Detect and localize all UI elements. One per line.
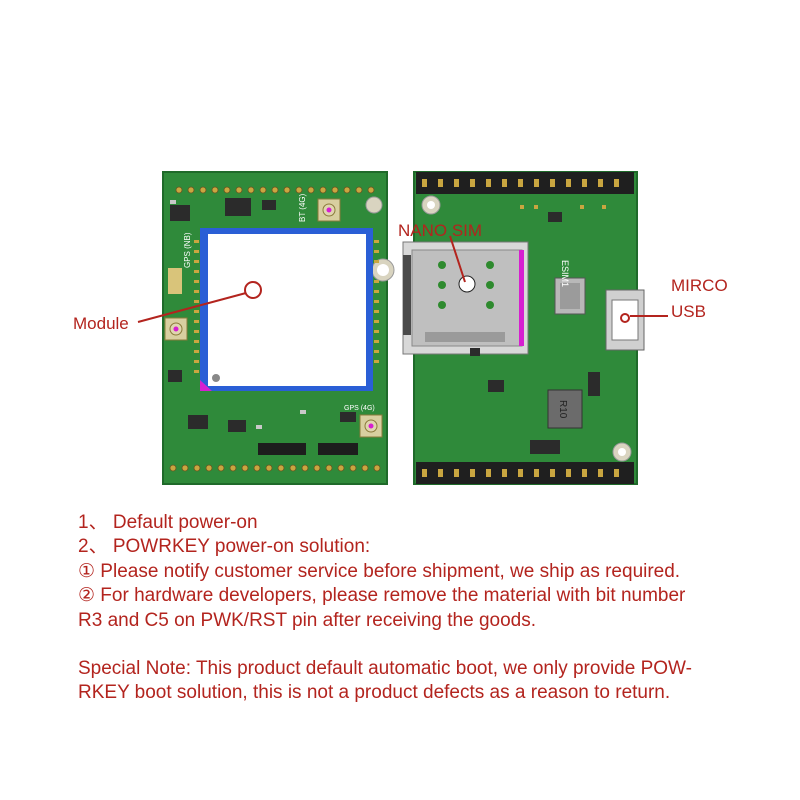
callout-usb-line2: USB	[671, 302, 706, 321]
pcb-illustration: GPS (NB) BT (4G) GPS (4G)	[137, 171, 668, 485]
label-bt: BT (4G)	[298, 193, 307, 222]
label-r10: R10	[557, 400, 568, 419]
callout-module: Module	[73, 314, 129, 333]
left-board-front: GPS (NB) BT (4G) GPS (4G)	[137, 171, 395, 485]
antenna-connector-gps-4g	[359, 414, 383, 438]
nano-sim-slot	[402, 241, 529, 355]
callout-nano-sim: NANO SIM	[398, 221, 483, 240]
instructions-text: 1、 Default power-on 2、 POWRKEY power-on …	[78, 511, 778, 706]
right-board-back: ESIM1 R10	[402, 171, 668, 485]
label-gps-nb: GPS (NB)	[183, 232, 192, 268]
note-powrkey-solution: 2、 POWRKEY power-on solution:	[78, 536, 371, 558]
inductor-r10: R10	[547, 389, 583, 429]
spacer	[78, 633, 778, 657]
note-remove-material: R3 and C5 on PWK/RST pin after receiving…	[78, 609, 537, 631]
product-figure: GPS (NB) BT (4G) GPS (4G)	[73, 171, 728, 485]
micro-usb-port	[605, 289, 645, 351]
cellular-module	[200, 228, 373, 391]
note-default-power-on: 1、 Default power-on	[78, 512, 258, 533]
note-hardware-developers: ② For hardware developers, please remove…	[78, 585, 686, 607]
special-note-line1: Special Note: This product default autom…	[78, 658, 692, 680]
callout-usb-line1: MIRCO	[671, 276, 728, 295]
antenna-connector-gps-nb	[164, 317, 188, 341]
esim-chip: ESIM1	[554, 260, 586, 315]
label-gps-4g: GPS (4G)	[344, 405, 375, 412]
antenna-connector-bt	[317, 198, 341, 222]
special-note-line2: RKEY boot solution, this is not a produc…	[78, 682, 671, 704]
note-customer-service: ① Please notify customer service before …	[78, 560, 681, 582]
label-esim: ESIM1	[560, 260, 570, 287]
